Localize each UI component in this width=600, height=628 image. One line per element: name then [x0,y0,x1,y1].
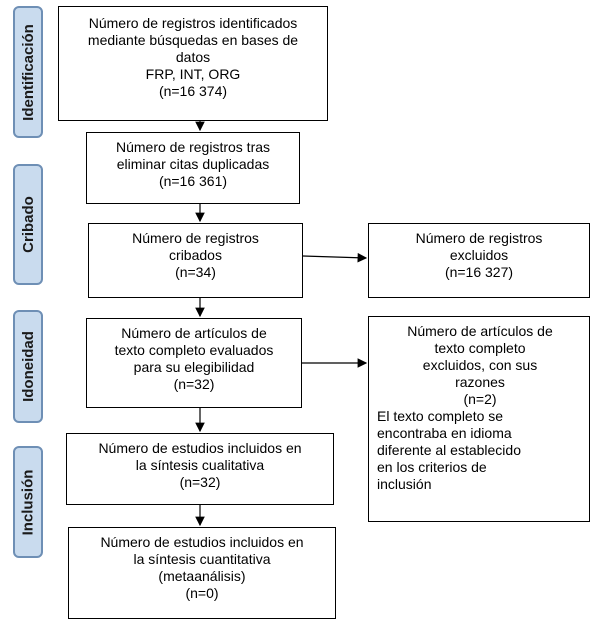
box-fulltext-assessed: Número de artículos de texto completo ev… [86,318,302,408]
text-line: cribados [169,247,222,263]
text-line: (n=34) [175,264,216,280]
text-line: Número de artículos de [407,323,553,339]
text-line: (n=32) [179,474,221,490]
text-line: FRP, INT, ORG [145,66,241,82]
text-line: eliminar citas duplicadas [116,156,270,172]
box-records-excluded: Número de registros excluidos (n=16 327) [368,223,590,298]
stage-eligibility: Idoneidad [13,310,43,423]
stage-inclusion-label: Inclusión [19,469,37,535]
text-line: Número de registros tras [115,139,271,155]
arrow-screened-to-excluded [302,252,368,263]
text-line: Número de registros [415,230,543,246]
stage-eligibility-label: Idoneidad [19,331,37,402]
text-line: El texto completo se [377,408,504,424]
stage-inclusion: Inclusión [13,446,43,558]
text-line: para su elegibilidad [133,359,255,375]
stage-identification: Identificación [13,6,43,138]
text-line: Número de estudios incluidos en [98,440,302,456]
text-line: texto completo [434,340,526,356]
text-line: Número de estudios incluidos en [100,534,304,550]
text-line: datos [175,49,211,65]
stage-identification-label: Identificación [19,23,37,121]
text-line: diferente al establecido [377,442,521,458]
box-qualitative-synthesis: Número de estudios incluidos en la sínte… [66,433,334,505]
box-records-deduplicated: Número de registros tras eliminar citas … [86,132,300,204]
text-line: Número de registros identificados [88,15,298,31]
text-line: mediante búsquedas en bases de [87,32,299,48]
box-fulltext-excluded: Número de artículos de texto completo ex… [368,316,590,522]
text-line: encontraba en idioma [377,425,512,441]
box-records-identified: Número de registros identificados median… [58,6,328,121]
text-line: (metaanálisis) [158,568,246,584]
stage-screening-label: Cribado [19,196,37,253]
text-line: la síntesis cuantitativa [133,551,271,567]
text-line: (n=16 374) [158,83,228,99]
text-line: (n=32) [173,376,215,392]
box-records-screened: Número de registros cribados (n=34) [88,223,303,298]
text-line: (n=16 361) [158,173,228,189]
stage-screening: Cribado [13,164,43,285]
text-line: inclusión [377,476,432,492]
text-line: (n=2) [463,391,497,407]
text-line: excluidos [449,247,509,263]
exclusion-reason: El texto completo se encontraba en idiom… [377,408,583,493]
text-line: (n=0) [185,585,219,601]
text-line: (n=16 327) [444,264,514,280]
box-quantitative-synthesis: Número de estudios incluidos en la sínte… [68,527,336,619]
text-line: la síntesis cualitativa [135,457,265,473]
text-line: Número de artículos de [121,325,267,341]
text-line: excluidos, con sus [422,357,538,373]
text-line: texto completo evaluados [114,342,274,358]
text-line: razones [455,374,505,390]
text-line: en los criterios de [377,459,487,475]
text-line: Número de registros [132,230,259,246]
